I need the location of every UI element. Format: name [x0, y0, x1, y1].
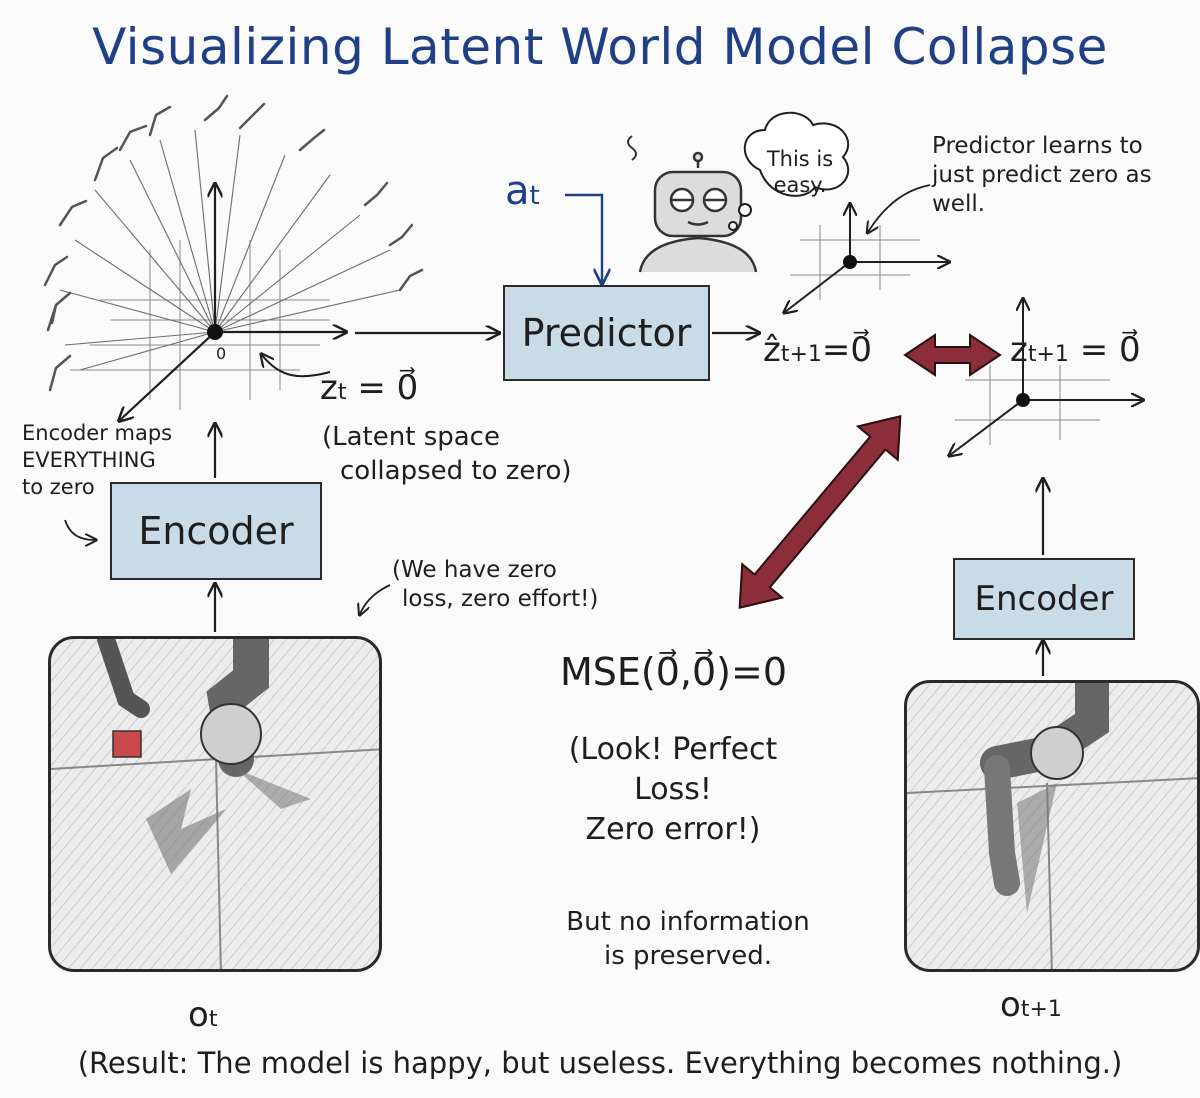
zt-symbol: z	[320, 368, 338, 408]
mse-equation: MSE(0⃗,0⃗)=0	[560, 650, 788, 694]
observation-t-plus-1-label: ot+1	[1000, 985, 1062, 1025]
encoder-note-line-2: EVERYTHING	[22, 448, 156, 472]
zhat-origin-dot	[843, 255, 857, 269]
onext-symbol: o	[1000, 985, 1021, 1025]
perfect-line-3: Zero error!)	[585, 812, 761, 847]
predictor-note-line-1: Predictor learns to	[932, 133, 1143, 159]
collapse-rays	[59, 129, 401, 371]
no-information-note: But no information is preserved.	[548, 905, 828, 973]
observation-t-plus-1-image	[904, 680, 1200, 972]
action-subscript: t	[529, 181, 540, 211]
latent-note-line-2: collapsed to zero)	[340, 456, 572, 486]
znext-label: zt+1 = 0⃗	[1010, 330, 1141, 370]
result-caption: (Result: The model is happy, but useless…	[77, 1046, 1123, 1080]
robot-arm-sketches	[43, 94, 424, 392]
predictor-note-line-2: just predict zero as	[932, 162, 1152, 188]
zt-label: zt = 0⃗	[320, 368, 418, 408]
latent-note-line-1: (Latent space	[322, 422, 500, 452]
perfect-line-1: (Look! Perfect	[568, 732, 778, 767]
zhat-symbol: ẑ	[763, 330, 781, 370]
action-arrow	[565, 193, 602, 282]
encoder-maps-note: Encoder maps EVERYTHING to zero	[22, 420, 172, 501]
action-label: at	[505, 168, 540, 214]
latent-collapse-note: (Latent space collapsed to zero)	[322, 420, 572, 488]
ot-symbol: o	[188, 995, 209, 1035]
no-info-line-2: is preserved.	[603, 941, 773, 971]
encoder-left-box: Encoder	[110, 482, 322, 580]
robot-icon	[627, 135, 758, 273]
page-title: Visualizing Latent World Model Collapse	[92, 18, 1108, 76]
zt-subscript: t	[337, 380, 347, 405]
zt-pointer-arrow	[262, 355, 331, 378]
encoder-note-line-1: Encoder maps	[22, 421, 173, 445]
encoder-note-line-3: to zero	[22, 475, 95, 499]
zero-loss-line-1: (We have zero	[392, 557, 557, 583]
no-info-line-1: But no information	[566, 907, 810, 937]
left-latent-grid	[70, 240, 330, 410]
thought-line-2: easy.	[773, 173, 827, 197]
zhat-znext-double-arrow	[903, 333, 1002, 377]
znext-symbol: z	[1010, 330, 1028, 370]
zhat-equals-zero: =0⃗	[821, 330, 873, 370]
zhat-subscript: t+1	[780, 342, 822, 367]
observation-t-label: ot	[188, 995, 217, 1035]
predictor-note-line-3: well.	[932, 191, 986, 217]
action-symbol: a	[505, 168, 530, 214]
thought-line-1: This is	[766, 147, 834, 171]
znext-equals-zero: = 0⃗	[1079, 330, 1141, 370]
perfect-loss-note: (Look! Perfect Loss! Zero error!)	[548, 730, 798, 850]
zt-equals-zero: = 0⃗	[357, 368, 419, 408]
ot-subscript: t	[208, 1007, 218, 1032]
origin-label: 0	[216, 344, 227, 363]
zero-loss-arrow	[360, 584, 391, 614]
zero-loss-line-2: loss, zero effort!)	[402, 586, 599, 612]
left-origin-dot	[207, 324, 223, 340]
perfect-line-2: Loss!	[634, 772, 712, 807]
observation-t-image	[48, 636, 382, 972]
predictor-learns-note: Predictor learns to just predict zero as…	[932, 132, 1152, 219]
znext-origin-dot	[1016, 393, 1030, 407]
znext-latent-axes	[950, 300, 1142, 455]
encoder-note-arrow	[64, 519, 95, 540]
thought-bubble	[728, 111, 850, 231]
onext-subscript: t+1	[1020, 997, 1062, 1022]
zhat-latent-axes	[785, 205, 948, 312]
diagonal-double-arrow	[738, 414, 902, 610]
predictor-note-arrow	[868, 184, 931, 232]
znext-subscript: t+1	[1027, 342, 1069, 367]
robot-thought-text: This is easy.	[755, 146, 845, 198]
encoder-right-box: Encoder	[953, 558, 1135, 640]
zhat-label: ẑt+1=0⃗	[763, 330, 872, 370]
left-latent-axes	[120, 185, 345, 420]
predictor-box: Predictor	[503, 285, 710, 381]
zero-loss-note: (We have zero loss, zero effort!)	[392, 556, 598, 614]
